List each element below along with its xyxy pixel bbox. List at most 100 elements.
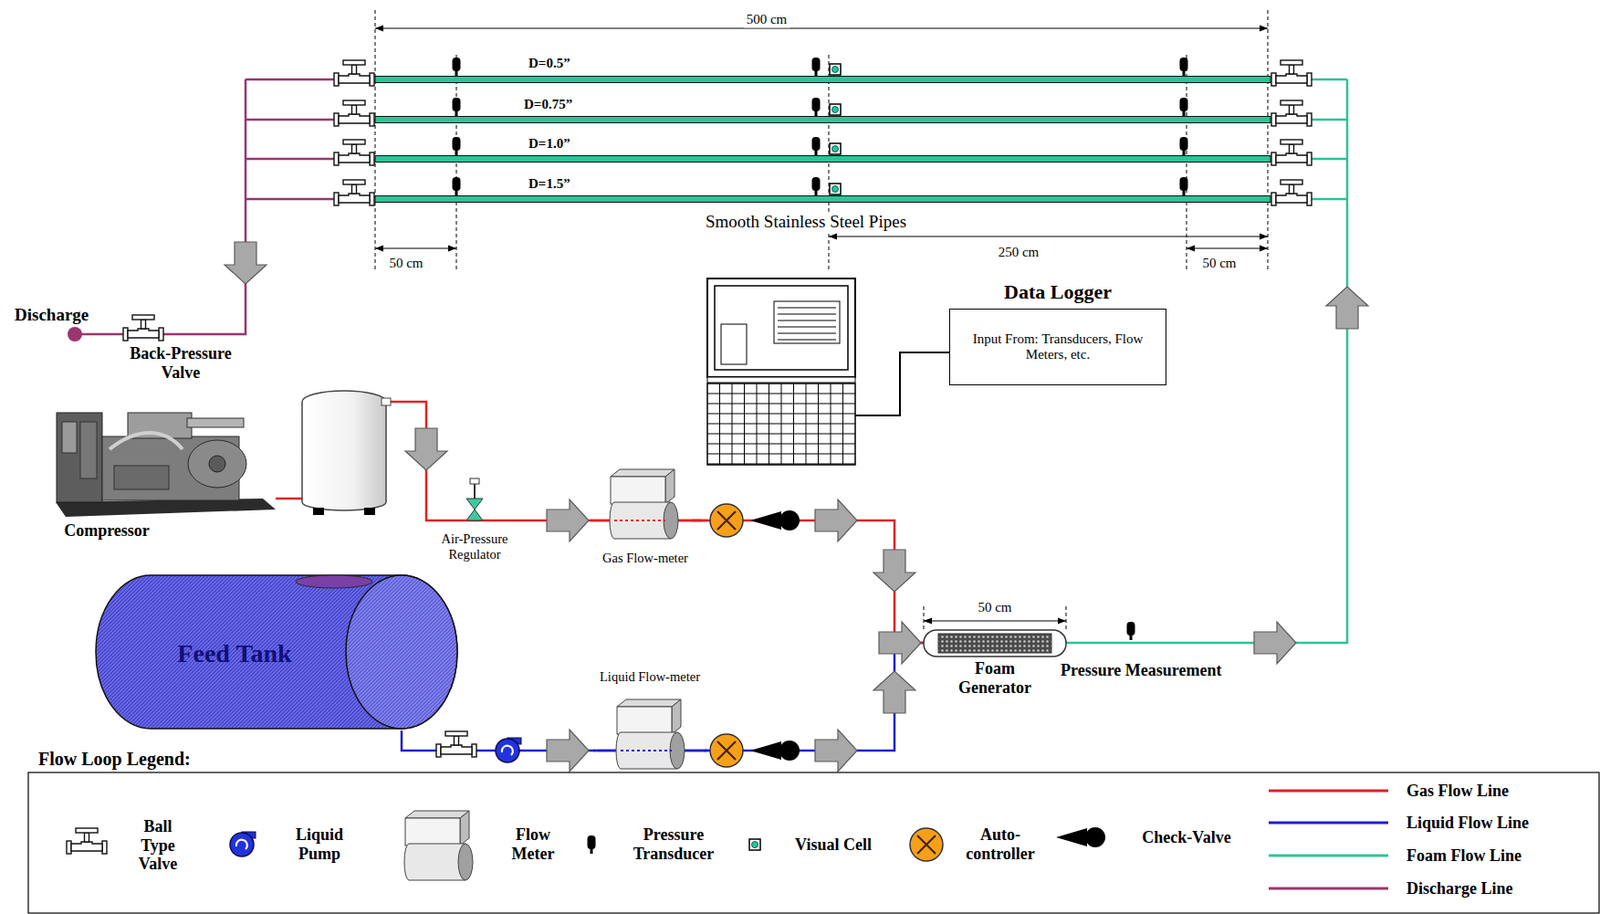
screen-list-row xyxy=(777,320,837,322)
transducer-body xyxy=(1180,136,1189,151)
auto-controller-symbol xyxy=(710,733,743,767)
ball-valve-symbol xyxy=(334,139,375,166)
meter-box-front xyxy=(616,706,672,734)
controller-disc xyxy=(909,827,943,861)
valve-flange xyxy=(334,152,339,166)
valve-flange xyxy=(334,113,339,126)
valve-label: Back-Pressure Valve xyxy=(116,344,245,382)
visual-cell-frame xyxy=(749,838,761,850)
legend-line-sample xyxy=(1268,854,1389,858)
meter-face xyxy=(663,501,679,539)
keyboard-column xyxy=(842,383,844,465)
dimension-line xyxy=(1186,247,1268,249)
valve-handle xyxy=(343,179,366,185)
foam-line xyxy=(1311,78,1348,82)
visual-cell-symbol xyxy=(829,104,841,116)
visual-cell-window xyxy=(832,146,839,153)
visual-cell-window xyxy=(832,66,839,74)
check-valve-symbol xyxy=(750,510,800,531)
visual-cell-symbol xyxy=(829,183,841,195)
valve-flange xyxy=(1307,192,1312,206)
pressure-transducer-symbol xyxy=(587,835,597,854)
discharge-outlet xyxy=(67,326,83,342)
liquid-line xyxy=(593,749,708,753)
pump-casing xyxy=(230,832,254,857)
valve-stem xyxy=(84,832,90,842)
regulator-stem xyxy=(473,483,476,499)
test-pipe xyxy=(375,116,1271,124)
valve-stem xyxy=(1289,64,1295,74)
outlet-label: Discharge xyxy=(14,304,89,325)
monitor-screen xyxy=(714,285,848,370)
compressor-motor xyxy=(188,439,247,488)
keyboard-column xyxy=(756,383,758,465)
keyboard-column xyxy=(781,383,783,465)
keyboard xyxy=(707,383,856,465)
check-valve-ball xyxy=(779,510,800,531)
visual-cell-frame xyxy=(829,143,841,155)
flow-direction-arrow xyxy=(878,621,921,664)
dimension-label: 50 cm xyxy=(974,599,1015,616)
foam-generator-mesh xyxy=(938,633,1052,653)
valve-flange xyxy=(334,73,339,86)
ball-valve-symbol xyxy=(1271,179,1312,206)
valve-stem xyxy=(352,144,357,154)
meter-body-edge xyxy=(408,843,466,880)
controller-disc xyxy=(710,503,743,537)
meter-box-top xyxy=(405,810,470,818)
dimension-line xyxy=(923,619,1067,621)
tank-label: Feed Tank xyxy=(177,638,292,669)
valve-body xyxy=(1275,153,1308,163)
legend-line-sample xyxy=(1268,887,1389,890)
meter-body-edge xyxy=(614,501,671,539)
valve-flange xyxy=(436,743,441,757)
logger-inputs: Input From: Transducers, Flow Meters, et… xyxy=(961,331,1155,364)
dimension-line xyxy=(375,247,457,249)
discharge-line xyxy=(245,198,335,201)
ball-valve-symbol xyxy=(1271,60,1312,86)
discharge-line xyxy=(245,78,335,82)
valve-handle xyxy=(1280,60,1303,65)
test-pipe xyxy=(375,156,1271,163)
extension-line xyxy=(375,10,377,271)
valve-body xyxy=(338,193,370,203)
feed-tank: Feed Tank xyxy=(94,573,460,731)
pressure-transducer-symbol xyxy=(1180,136,1189,156)
legend-line-sample xyxy=(1268,789,1389,793)
screen-list-row xyxy=(777,307,837,309)
ball-valve-symbol xyxy=(1271,100,1312,126)
valve-stem xyxy=(141,319,147,329)
transducer-body xyxy=(812,97,821,112)
legend-label: Flow Meter xyxy=(505,825,561,863)
meter-box-side xyxy=(460,810,470,846)
screen-list-row xyxy=(777,333,837,335)
valve-stem xyxy=(1289,144,1295,154)
valve-handle xyxy=(1280,139,1303,145)
valve-handle xyxy=(343,60,366,65)
flow-direction-arrow xyxy=(546,729,589,772)
meter-box-side xyxy=(671,699,681,734)
valve-flange xyxy=(1271,152,1276,166)
receiver-tank xyxy=(302,390,387,511)
discharge-line xyxy=(74,79,246,335)
visual-cell-symbol xyxy=(749,838,761,850)
extension-line xyxy=(923,606,925,630)
compressor-hub xyxy=(209,455,226,472)
valve-body xyxy=(338,73,370,84)
node-caption: Liquid Flow-meter xyxy=(599,669,701,685)
valve-body xyxy=(1275,73,1308,84)
valve-handle xyxy=(343,100,366,105)
flow-direction-arrow xyxy=(815,499,858,542)
tank-nozzle xyxy=(381,397,391,406)
flow-direction-arrow xyxy=(405,428,448,471)
screen-list-row xyxy=(777,313,837,315)
meter-face xyxy=(458,843,473,880)
tank-foot xyxy=(364,507,376,515)
visual-cell-frame xyxy=(829,183,841,195)
pipe-diameter: D=1.0” xyxy=(528,135,571,152)
valve-handle xyxy=(343,139,366,145)
meter-body xyxy=(620,732,678,769)
legend-line-sample xyxy=(1268,821,1389,825)
compressor-illustration xyxy=(55,412,276,517)
meter-body-edge xyxy=(620,732,678,769)
